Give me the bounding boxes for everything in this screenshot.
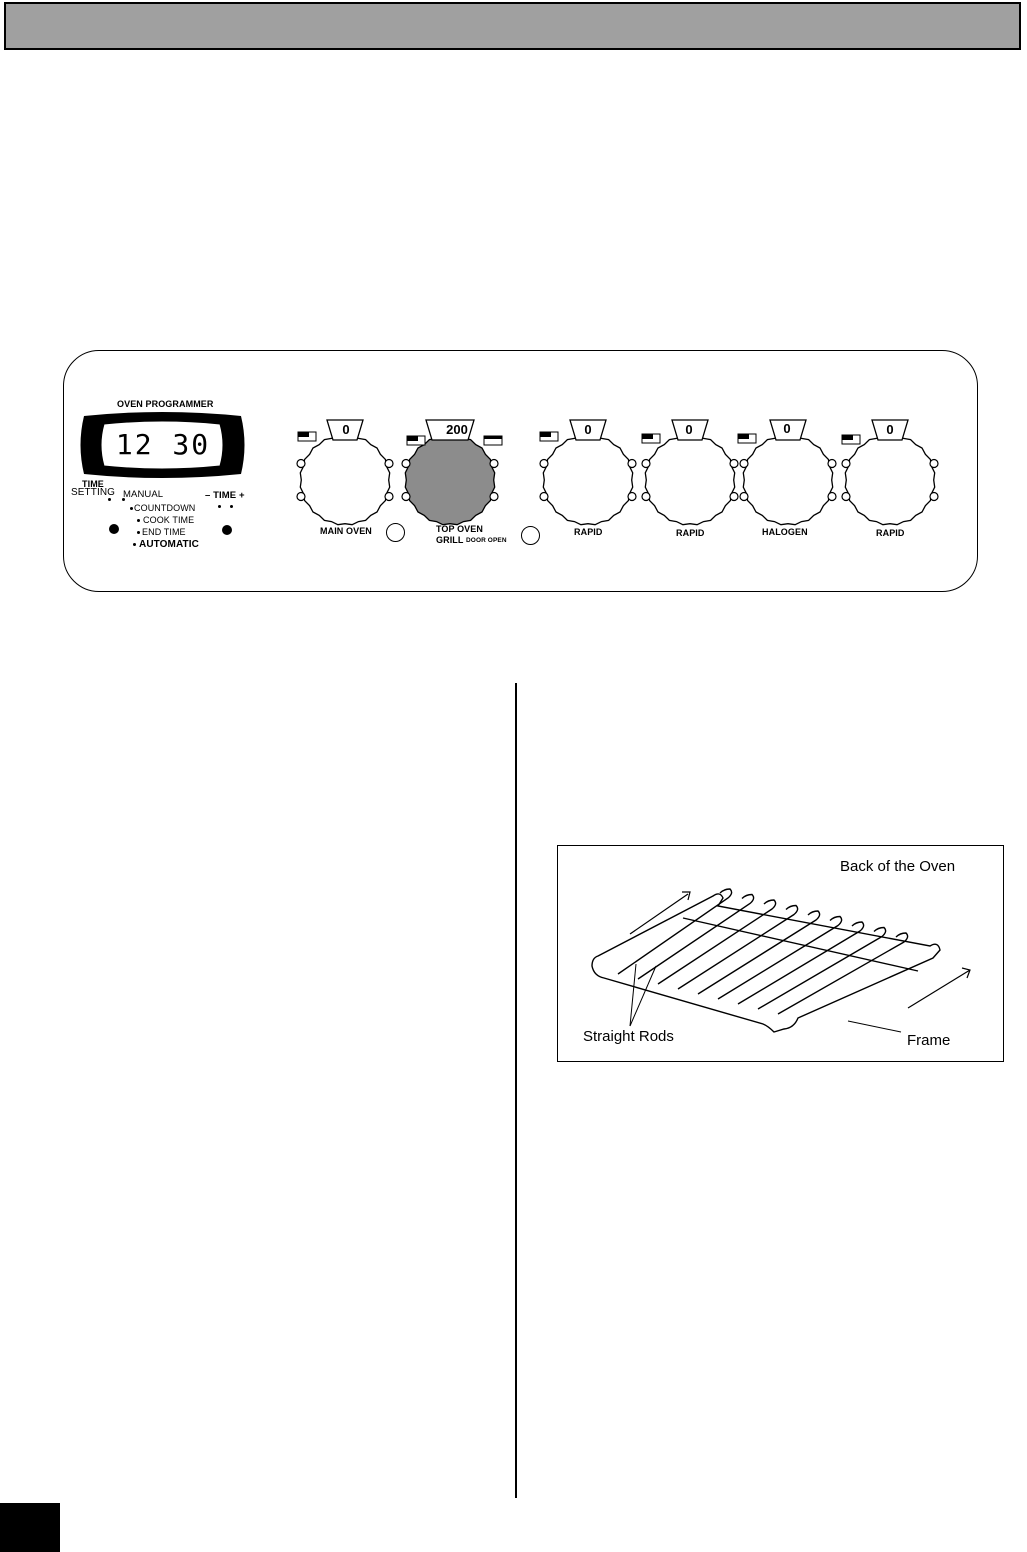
- display-time: 12 30: [115, 428, 211, 461]
- hotplate-2-symbol-icon: [641, 433, 661, 444]
- knob-hotplate-4[interactable]: [841, 419, 939, 526]
- knob-top-oven-label: TOP OVEN: [436, 524, 483, 534]
- knob-main-oven-label: MAIN OVEN: [320, 526, 372, 536]
- oven-rack-drawing: [591, 888, 971, 1033]
- mode-manual: MANUAL: [123, 489, 164, 500]
- knob-top-oven[interactable]: [401, 419, 499, 526]
- indicator-dot: [137, 519, 140, 522]
- time-setting-button[interactable]: [109, 524, 119, 534]
- knob-main-oven[interactable]: [296, 419, 394, 526]
- knob-hotplate-4-value: 0: [886, 422, 894, 437]
- time-adjust-label: – TIME +: [205, 490, 245, 501]
- indicator-dot: [218, 505, 221, 508]
- straight-rods-label: Straight Rods: [583, 1028, 674, 1045]
- knob-hotplate-4-label: RAPID: [876, 528, 905, 538]
- hotplate-3-symbol-icon: [737, 433, 757, 444]
- indicator-dot: [122, 498, 125, 501]
- knob-hotplate-3[interactable]: [739, 419, 837, 526]
- knob-hotplate-1-label: RAPID: [574, 527, 603, 537]
- hotplate-1-symbol-icon: [539, 431, 559, 442]
- knob-hotplate-3-label: HALOGEN: [762, 527, 808, 537]
- knob-hotplate-2[interactable]: [641, 419, 739, 526]
- time-setting-label-2: SETTING: [71, 487, 116, 498]
- main-oven-indicator-light: [386, 523, 405, 542]
- knob-main-oven-value: 0: [342, 422, 350, 437]
- mode-cook-time: COOK TIME: [143, 515, 195, 525]
- indicator-dot: [108, 498, 111, 501]
- knob-hotplate-1[interactable]: [539, 419, 637, 526]
- indicator-dot: [137, 531, 140, 534]
- knob-hotplate-2-label: RAPID: [676, 528, 705, 538]
- programmer-display: [80, 412, 245, 478]
- mode-automatic: AUTOMATIC: [139, 539, 199, 550]
- time-adjust-button[interactable]: [222, 525, 232, 535]
- page-number-tab: [0, 1503, 60, 1552]
- knob-hotplate-1-value: 0: [584, 422, 592, 437]
- knob-top-oven-value: 200: [446, 422, 468, 437]
- knob-top-oven-grill-label: GRILL: [436, 535, 464, 545]
- knob-hotplate-3-value: 0: [783, 421, 791, 436]
- mode-countdown: COUNTDOWN: [134, 503, 196, 513]
- header-bar: [4, 2, 1021, 50]
- main-oven-symbol-icon: [297, 431, 317, 442]
- control-panel: [63, 350, 978, 592]
- time-setting-label: TIME: [82, 479, 104, 489]
- mode-end-time: END TIME: [142, 527, 186, 537]
- knob-dials: [296, 419, 939, 526]
- oven-rack-figure: Back of the Oven Straight Rods Frame: [557, 845, 1004, 1062]
- top-oven-indicator-light: [521, 526, 540, 545]
- top-oven-symbol-right-icon: [483, 435, 503, 446]
- knob-top-oven-door-open-label: DOOR OPEN: [466, 537, 507, 544]
- indicator-dot: [230, 505, 233, 508]
- oven-programmer-title: OVEN PROGRAMMER: [117, 399, 214, 409]
- hotplate-4-symbol-icon: [841, 434, 861, 445]
- back-of-oven-label: Back of the Oven: [840, 858, 956, 875]
- frame-label: Frame: [907, 1032, 951, 1049]
- indicator-dot: [130, 507, 133, 510]
- knob-hotplate-2-value: 0: [685, 422, 693, 437]
- indicator-dot: [133, 543, 136, 546]
- top-oven-symbol-left-icon: [406, 435, 426, 446]
- column-divider: [515, 683, 517, 1498]
